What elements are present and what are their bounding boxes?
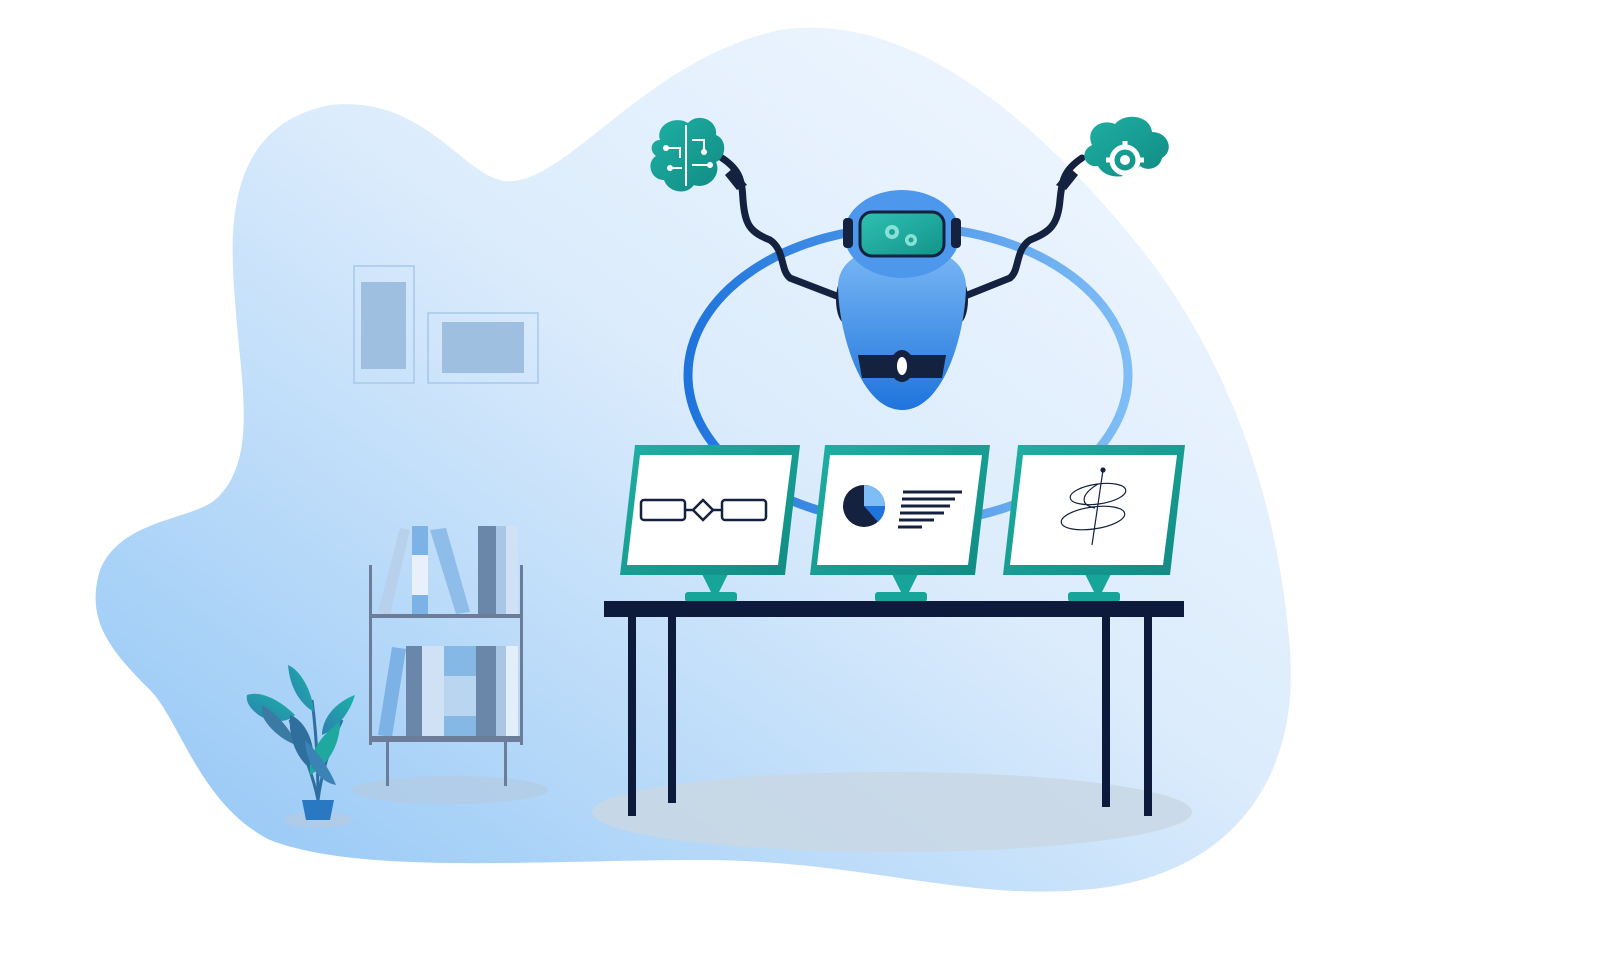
desk [604,601,1184,816]
table-shadow [592,772,1192,852]
bookshelf-icon [352,526,548,804]
plant-icon [246,665,355,828]
gears-icon [885,225,917,246]
flowchart-icon [639,498,768,522]
visor [858,210,946,258]
picture-frame-icon [427,312,539,384]
monitor-3 [1003,445,1185,602]
robot [836,190,968,410]
pie-chart-icon [843,485,886,527]
monitor-2 [810,445,990,602]
orbit-icon [1060,467,1127,546]
picture-frame-icon [353,265,415,384]
monitor-1 [620,445,800,602]
cloud-gear-icon [1084,116,1169,179]
text-lines [898,490,962,529]
brain-circuit-icon [650,117,725,192]
